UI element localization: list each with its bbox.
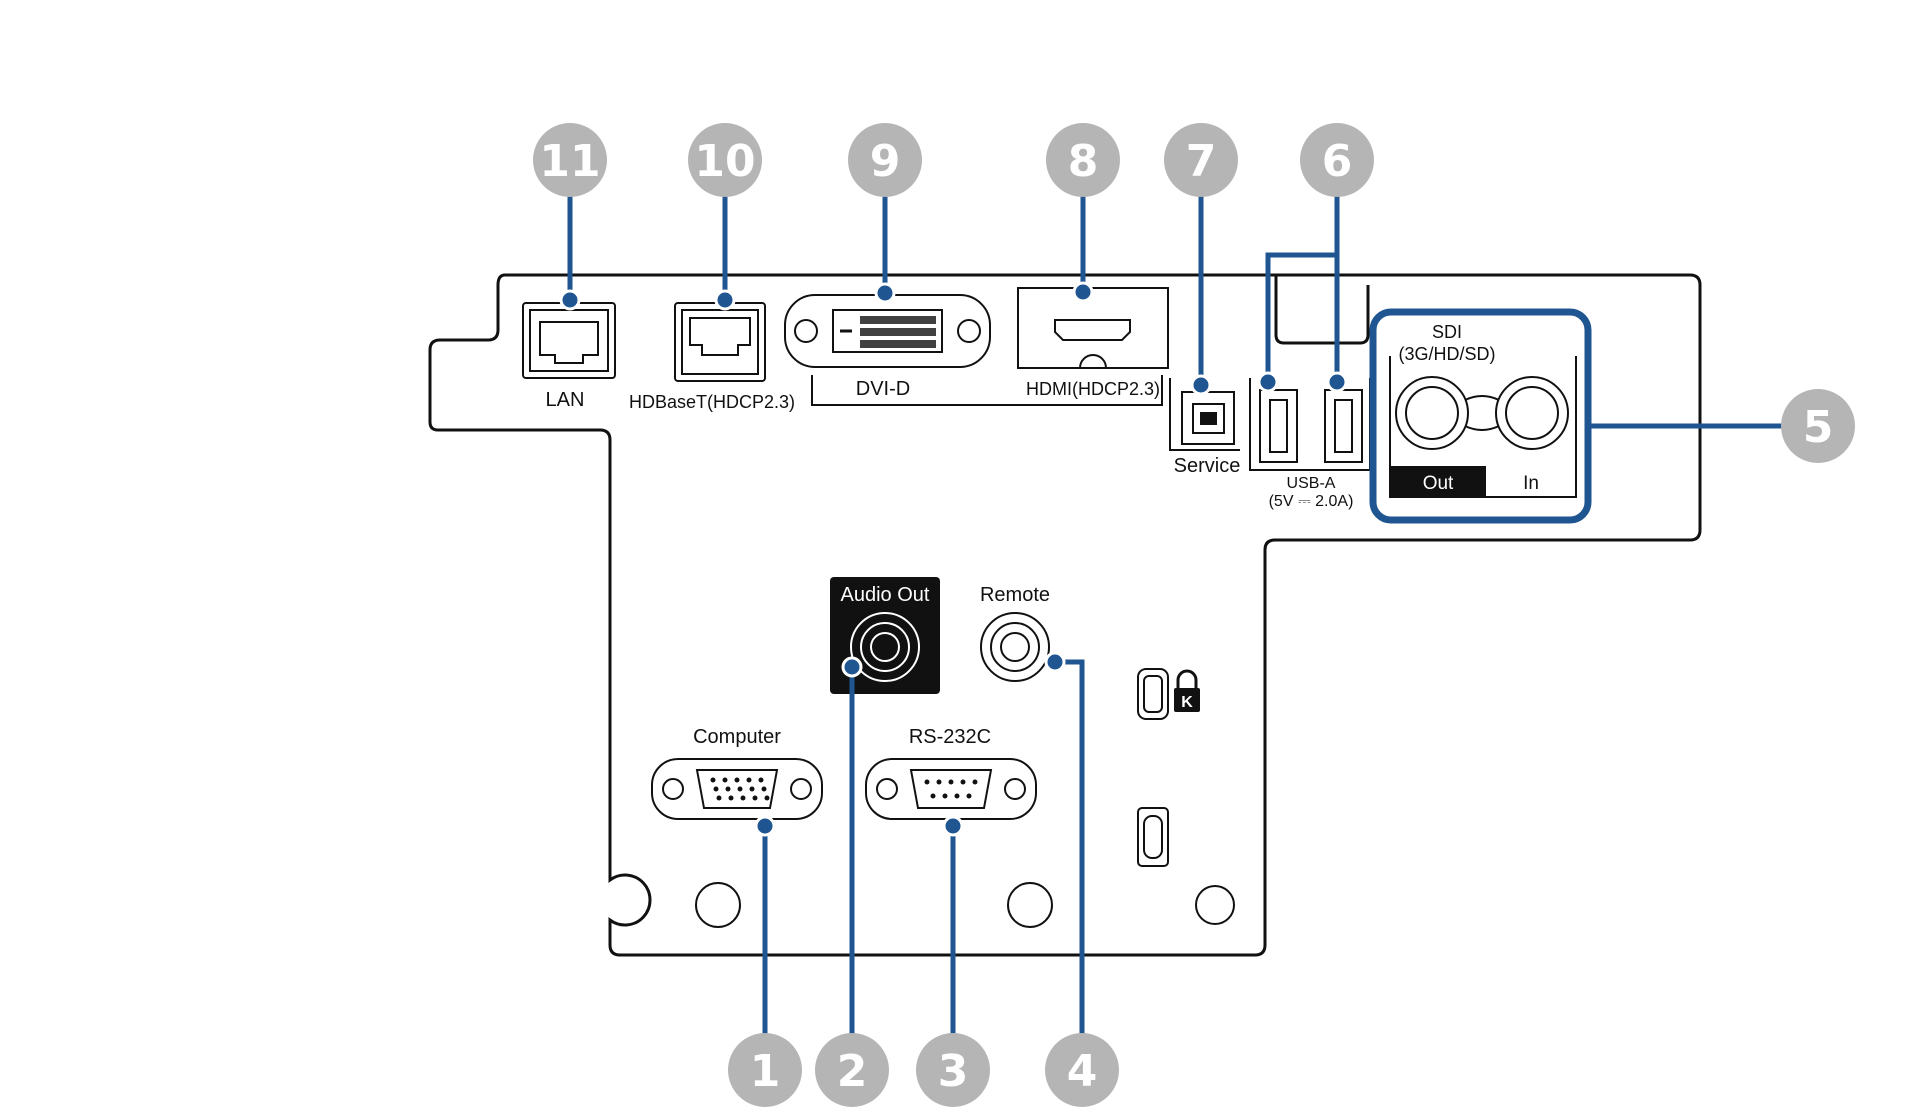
foot-hole [1195,885,1235,925]
callout-number: 10 [694,136,755,187]
rs232c-label: RS-232C [909,726,991,748]
callout-number: 7 [1186,136,1217,187]
sdi-standards-label: (3G/HD/SD) [1398,344,1495,364]
usb-a-label: USB-A [1287,475,1336,492]
lan-label: LAN [546,389,585,411]
rs232c-port: RS-232C [865,726,1037,820]
computer-label: Computer [693,726,781,748]
callout-badge-1: 1 [728,1033,802,1107]
callout-number: 9 [870,136,901,187]
callout-number: 5 [1803,402,1834,453]
security-bar-slot [1137,807,1169,867]
usb-a-ports: USB-A (5V ⎓ 2.0A) [1259,389,1363,510]
callout-number: 2 [837,1046,868,1097]
sdi-label: SDI [1432,322,1462,342]
sdi-port-group: SDI (3G/HD/SD) Out In [1369,308,1592,524]
callout-number: 6 [1322,136,1353,187]
hdmi-port: HDMI(HDCP2.3) [1017,287,1169,399]
callout-badge-5: 5 [1781,389,1855,463]
sdi-out-tag [1390,466,1486,497]
callout-badge-8: 8 [1046,123,1120,197]
callout-badge-9: 9 [848,123,922,197]
panel-outline [428,273,1702,957]
callout-badge-6: 6 [1300,123,1374,197]
foot-hole [1007,882,1053,928]
callout-badge-7: 7 [1164,123,1238,197]
callout-number: 4 [1067,1046,1098,1097]
dvi-d-port: DVI-D [784,294,991,400]
usb-bracket [1169,378,1240,451]
service-label: Service [1174,455,1241,477]
callout-badge-11: 11 [533,123,607,197]
audio-out-port: Audio Out [830,577,940,694]
remote-port: Remote [980,584,1050,682]
video-bracket [811,375,1163,406]
panel-notch [1274,275,1370,345]
callout-badge-3: 3 [916,1033,990,1107]
lan-port: LAN [522,302,616,411]
callout-badge-10: 10 [688,123,762,197]
callout-number: 11 [539,136,600,187]
callout-number: 8 [1068,136,1099,187]
callout-badge-2: 2 [815,1033,889,1107]
callout-lines [567,188,1788,1040]
remote-label: Remote [980,584,1050,606]
usb-a-rating: (5V ⎓ 2.0A) [1269,493,1354,510]
sdi-out-label: Out [1423,473,1454,494]
sdi-in-label: In [1523,473,1539,494]
rs232c-pins [924,779,978,799]
dvi-d-label: DVI-D [856,378,910,400]
security-slot [1137,668,1169,720]
callout-number: 1 [750,1046,781,1097]
hdmi-label: HDMI(HDCP2.3) [1026,379,1160,399]
svg-text:K: K [1181,694,1193,711]
foot-hole [695,882,741,928]
kensington-lock-icon: K [1174,669,1200,712]
hdbaset-port: HDBaseT(HDCP2.3) [629,302,795,412]
audio-out-label: Audio Out [841,584,930,606]
hdbaset-label: HDBaseT(HDCP2.3) [629,392,795,412]
dvi-pins [860,316,936,348]
vga-pins [710,777,770,801]
callout-badge-4: 4 [1045,1033,1119,1107]
callout-number: 3 [938,1046,969,1097]
computer-port: Computer [651,726,823,820]
service-port: Service [1174,391,1241,477]
callout-dots [559,281,1348,837]
